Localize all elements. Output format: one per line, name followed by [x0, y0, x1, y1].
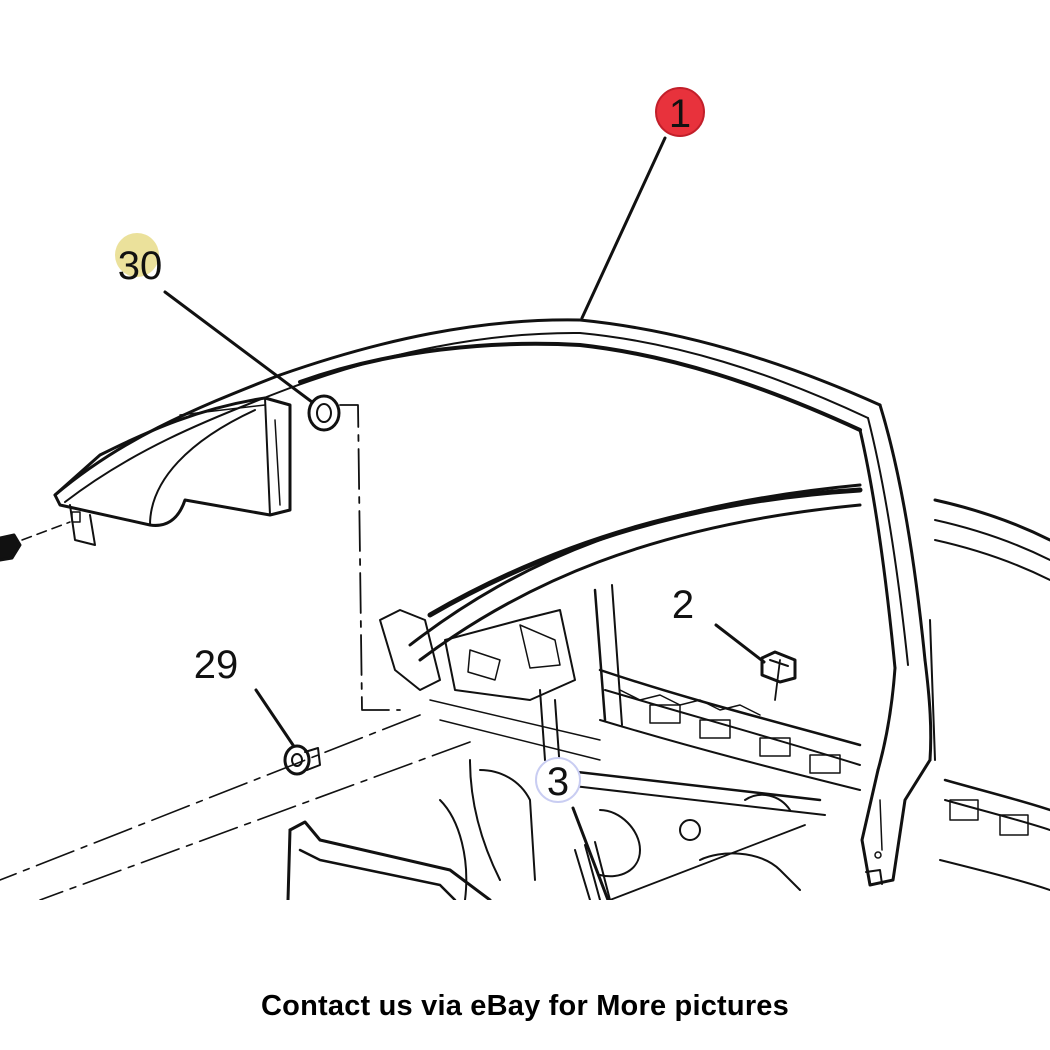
- callout-30-marker: [115, 233, 159, 277]
- callout-29-label: 29: [194, 643, 239, 687]
- callout-30-label: 30: [118, 244, 163, 288]
- push-pin: [283, 744, 321, 776]
- grommet: [307, 394, 341, 432]
- door-inner-panel: [286, 689, 841, 900]
- rear-door-section: [929, 498, 1050, 891]
- callout-1: 1: [655, 87, 705, 137]
- callout-3-marker: [535, 757, 581, 803]
- callout-3-label: 3: [547, 760, 569, 804]
- callout-1-label: 1: [669, 92, 691, 136]
- callout-2-label: 2: [672, 583, 694, 627]
- leader-lines: [163, 136, 766, 900]
- clip: [760, 650, 797, 684]
- contact-footer-text: Contact us via eBay for More pictures: [261, 990, 789, 1022]
- end-cap: [53, 396, 292, 546]
- callout-29: 29: [194, 643, 239, 687]
- parts-diagram: 1 30 29 2 3: [0, 87, 1050, 900]
- door-frame: [379, 483, 863, 791]
- screw: [0, 521, 71, 562]
- roof-rail-molding: [53, 318, 933, 887]
- callout-1-marker: [655, 87, 705, 137]
- assembly-lines: [0, 404, 806, 900]
- callout-30: 30: [115, 233, 162, 288]
- callout-2: 2: [672, 583, 694, 627]
- callout-3: 3: [535, 757, 581, 804]
